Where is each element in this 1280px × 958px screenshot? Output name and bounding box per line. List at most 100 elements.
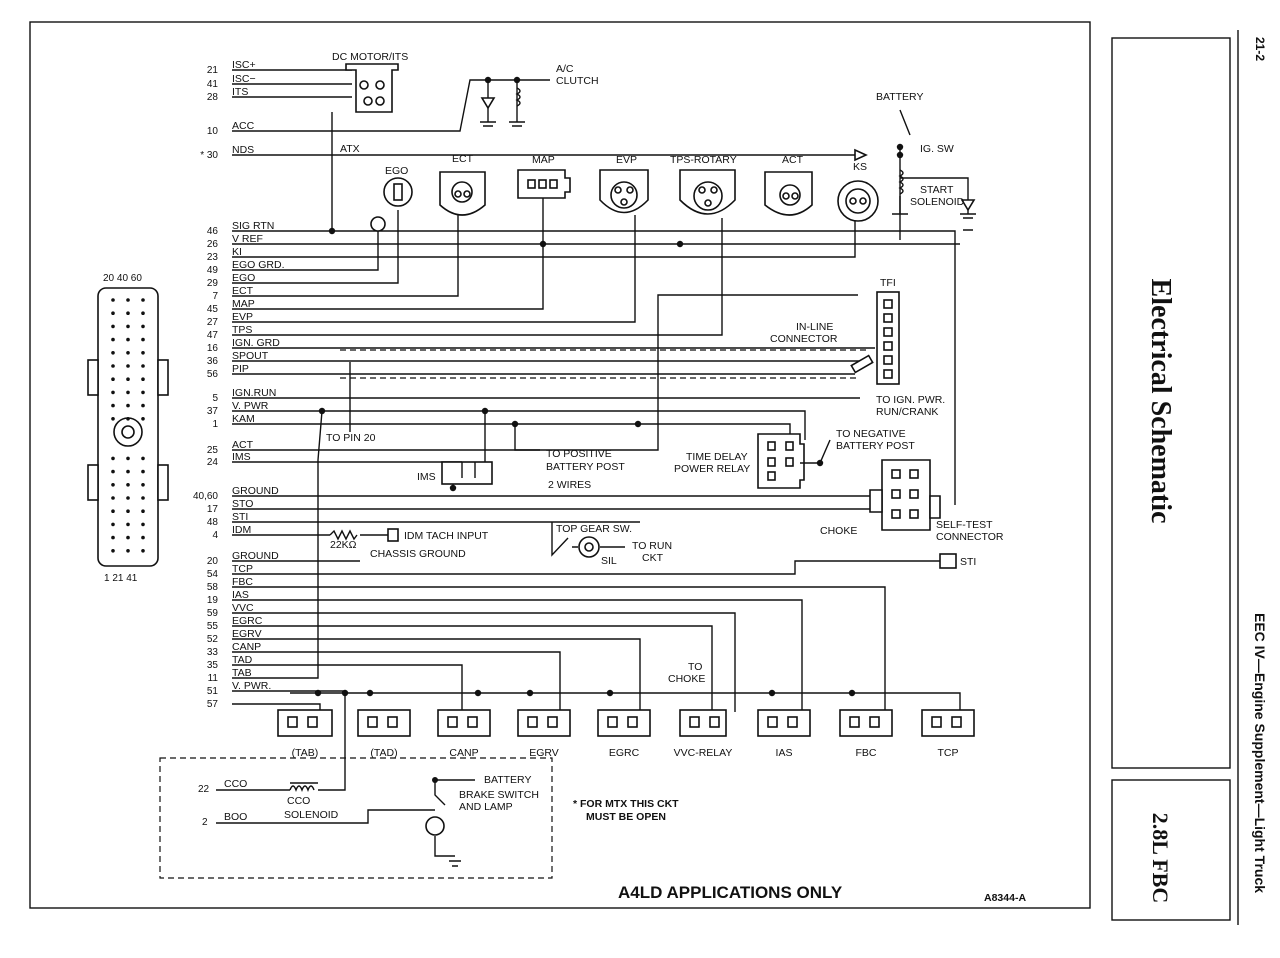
connector-pin-dot [141, 311, 145, 316]
solenoid-label-1: (TAD) [370, 747, 397, 759]
battery-ignition: BATTERY IG. SW START SOLENOID [854, 91, 976, 240]
connector-pin-dot [126, 456, 130, 461]
signal-name-1: ISC− [232, 73, 256, 85]
signal-name-5: SIG RTN [232, 220, 274, 232]
cco-pin: 22 [198, 784, 210, 795]
sensor-tps-label: TPS-ROTARY [670, 154, 737, 166]
to-positive-label-1: TO POSITIVE [546, 448, 612, 460]
connector-pin-dot [141, 403, 145, 408]
sil-label: SIL [601, 555, 617, 567]
ign-sw-label: IG. SW [920, 143, 954, 155]
signal-pin-10: 7 [212, 291, 218, 302]
connector-pin-dot [141, 522, 145, 527]
signal-pin-6: 26 [207, 239, 219, 250]
signal-pin-18: 37 [207, 406, 219, 417]
signal-pin-16: 56 [207, 369, 219, 380]
connector-pin-dot [141, 417, 145, 421]
connector-pin-dot [141, 456, 145, 461]
signal-name-26: GROUND [232, 550, 279, 562]
solenoid-terminal [689, 716, 700, 728]
solenoid-label-8: TCP [938, 747, 959, 759]
connector-pin-dot [111, 377, 115, 382]
connector-pin-dot [126, 535, 130, 540]
connector-pin-dot [126, 417, 130, 421]
to-choke-label-1: TO [688, 661, 702, 673]
connector-pin-dot [111, 535, 115, 540]
time-delay-relay: TIME DELAY POWER RELAY [674, 433, 831, 489]
sensor-ks-label: KS [853, 161, 867, 173]
cco-solenoid-label-2: SOLENOID [284, 809, 339, 821]
signal-pin-15: 36 [207, 356, 219, 367]
ac-clutch: A/C CLUTCH [480, 63, 599, 127]
signal-name-18: V. PWR [232, 400, 269, 412]
idm-tach-label: IDM TACH INPUT [404, 530, 489, 542]
figure-id: A8344-A [984, 892, 1026, 904]
sensor-evp-label: EVP [616, 154, 637, 166]
to-choke-label-2: CHOKE [668, 673, 705, 685]
connector-pin-dot [111, 549, 115, 553]
connector-pin-dot [111, 298, 115, 302]
solenoid-terminal [467, 716, 478, 728]
connector-pin-dot [111, 403, 115, 408]
signal-name-19: KAM [232, 413, 255, 425]
self-test-connector: CHOKE SELF-TEST CONNECTOR [820, 459, 1004, 543]
battery-label: BATTERY [876, 91, 923, 103]
to-ign-pwr-label-1: TO IGN. PWR. [876, 394, 945, 406]
to-positive-label-2: BATTERY POST [546, 461, 625, 473]
connector-pin-dot [141, 337, 145, 342]
inline-connector-label-1: IN-LINE [796, 321, 833, 333]
signal-name-12: EVP [232, 311, 253, 323]
signal-pin-3: 10 [207, 126, 219, 137]
solenoid-terminal [387, 716, 398, 728]
solenoid-terminal [527, 716, 538, 728]
to-negative-label-1: TO NEGATIVE [836, 428, 906, 440]
signal-name-27: TCP [232, 563, 253, 575]
connector-pin-dot [141, 496, 145, 500]
ac-clutch-label-2: CLUTCH [556, 75, 599, 87]
choke-label: CHOKE [820, 525, 857, 537]
sensor-ego-label: EGO [385, 165, 408, 177]
signal-name-17: IGN.RUN [232, 387, 276, 399]
connector-pin-dot [126, 298, 130, 302]
connector-pin-dot [111, 509, 115, 513]
sensor-map-label: MAP [532, 154, 555, 166]
signal-pin-26: 20 [207, 556, 219, 567]
ims-switch: IMS 2 WIRES [417, 411, 591, 491]
signal-name-29: IAS [232, 589, 249, 601]
resistor-label: 22KΩ [330, 539, 357, 551]
signal-pin-11: 45 [207, 304, 219, 315]
signal-pin-37: 57 [207, 699, 219, 710]
boo-signal: BOO [224, 811, 247, 823]
ims-label: IMS [417, 471, 436, 483]
signal-name-2: ITS [232, 86, 248, 98]
signal-pin-36: 51 [207, 686, 219, 697]
signal-name-34: TAD [232, 654, 253, 666]
brake-switch-label-2: AND LAMP [459, 801, 513, 813]
solenoid-label-6: IAS [776, 747, 793, 759]
signal-pin-8: 49 [207, 265, 219, 276]
solenoid-label-2: CANP [449, 747, 478, 759]
connector-pin-dot [141, 483, 145, 487]
solenoid-terminal [869, 716, 880, 728]
sensor-act-label: ACT [782, 154, 804, 166]
connector-pin-dot [111, 351, 115, 355]
signal-pin-9: 29 [207, 278, 219, 289]
connector-pin-dot [126, 483, 130, 487]
signal-name-33: CANP [232, 641, 261, 653]
connector-pin-dot [111, 337, 115, 342]
connector-pin-dot [111, 456, 115, 461]
solenoid-label-4: EGRC [609, 747, 640, 759]
signal-pin-7: 23 [207, 252, 219, 263]
solenoid-terminal [307, 716, 318, 728]
signal-pin-28: 58 [207, 582, 219, 593]
signal-pin-21: 24 [207, 457, 219, 468]
signal-name-8: EGO GRD. [232, 259, 285, 271]
signal-name-21: IMS [232, 451, 251, 463]
connector-pin-dot [111, 364, 115, 368]
solenoid-terminal [709, 716, 720, 728]
solenoid-terminal [767, 716, 778, 728]
connector-pin-dot [141, 549, 145, 553]
battery2-label: BATTERY [484, 774, 531, 786]
connector-pin-dot [126, 337, 130, 342]
